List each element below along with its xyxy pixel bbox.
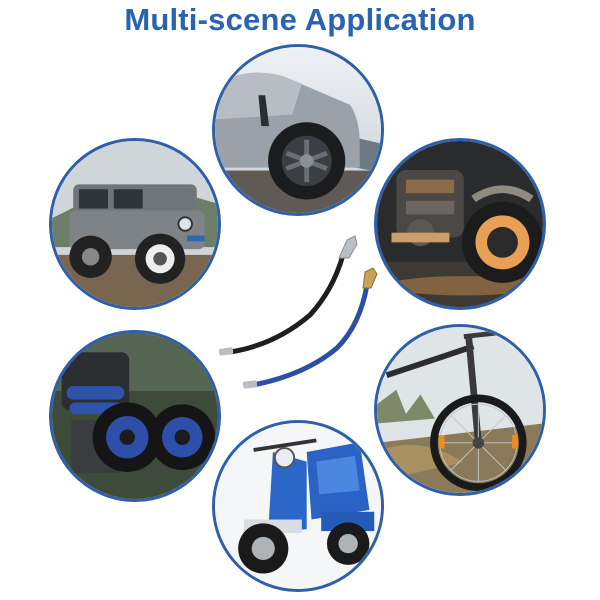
scene-bicycle [374, 324, 546, 496]
blue-motorcycle-wheels-icon [52, 333, 218, 499]
bicycle-icon [377, 327, 543, 493]
scene-tricycle [212, 420, 384, 592]
scene-suv [49, 138, 221, 310]
page-title: Multi-scene Application [124, 2, 476, 37]
tricycle-scooter-icon [215, 423, 381, 589]
scene-motorcycle-wheels [49, 330, 221, 502]
motorcycle-engine-icon [377, 141, 543, 307]
scene-car-wheel [212, 44, 384, 216]
air-chuck-hoses-icon [218, 235, 378, 389]
scene-motorcycle [374, 138, 546, 310]
car-wheel-icon [215, 47, 381, 213]
suv-icon [52, 141, 218, 307]
